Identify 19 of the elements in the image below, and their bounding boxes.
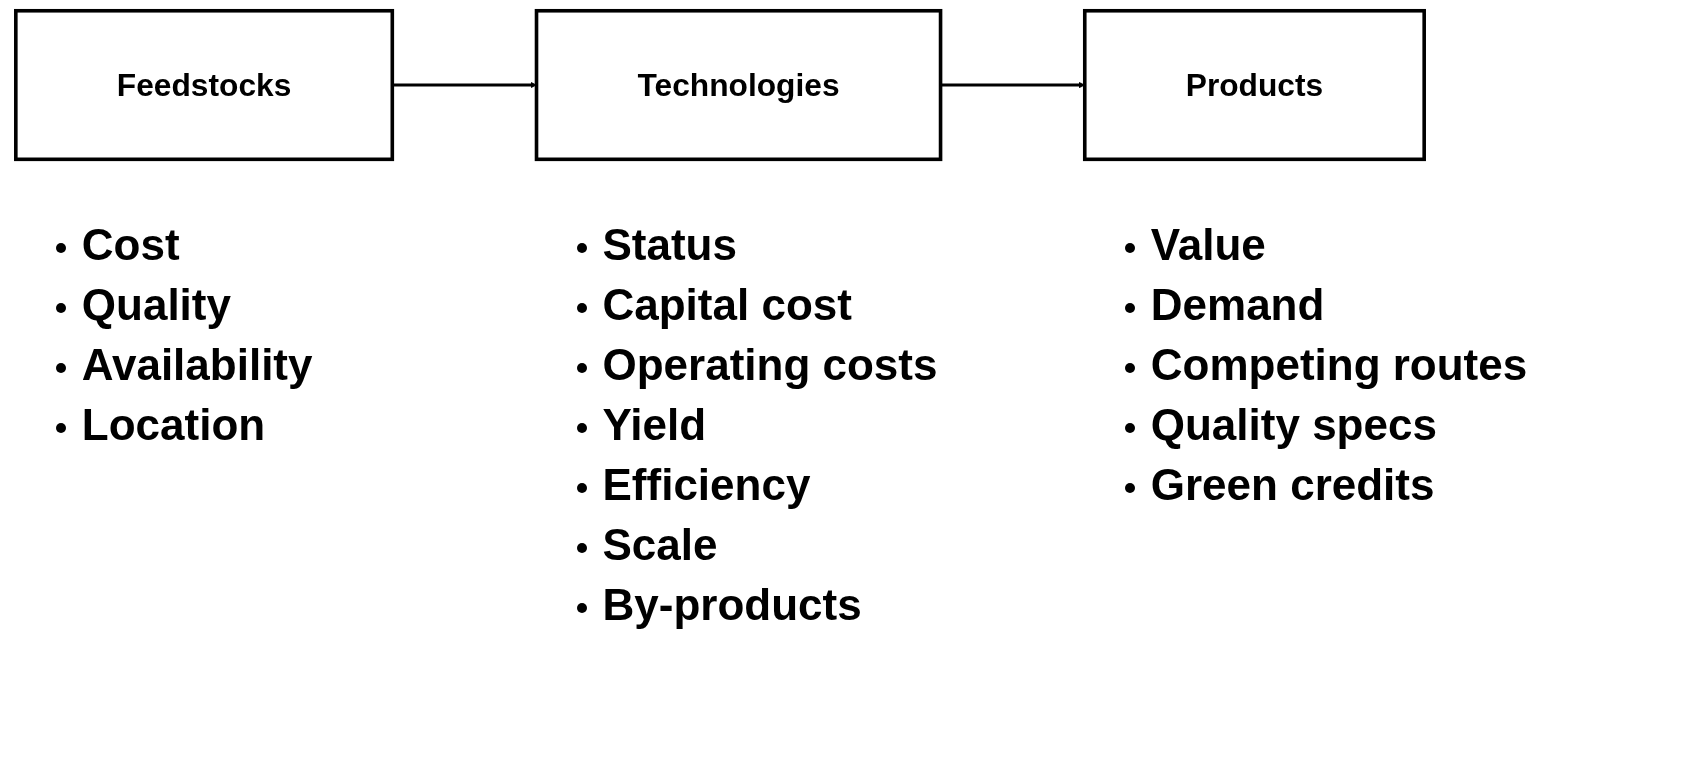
bullet-item: Competing routes — [1150, 340, 1528, 390]
bullet-item: Quality — [81, 280, 231, 330]
bullet-item: Location — [81, 400, 266, 450]
node-box: Feedstocks — [14, 8, 395, 162]
bullet-item: Value — [1150, 220, 1266, 270]
bullet-item: Demand — [1150, 280, 1325, 330]
bullet-item: By-products — [602, 580, 862, 630]
bullet-item: Cost — [81, 220, 180, 270]
bullet-item: Scale — [602, 520, 718, 570]
bullet-item: Quality specs — [1150, 400, 1437, 450]
bullet-item: Yield — [602, 400, 706, 450]
node-box: Products — [1082, 8, 1426, 162]
bullet-item: Capital cost — [602, 280, 852, 330]
bullet-item: Status — [602, 220, 737, 270]
bullet-item: Efficiency — [602, 460, 811, 510]
node-box: Technologies — [534, 8, 943, 162]
bullet-item: Availability — [81, 340, 313, 390]
bullet-item: Operating costs — [602, 340, 938, 390]
bullet-item: Green credits — [1150, 460, 1435, 510]
